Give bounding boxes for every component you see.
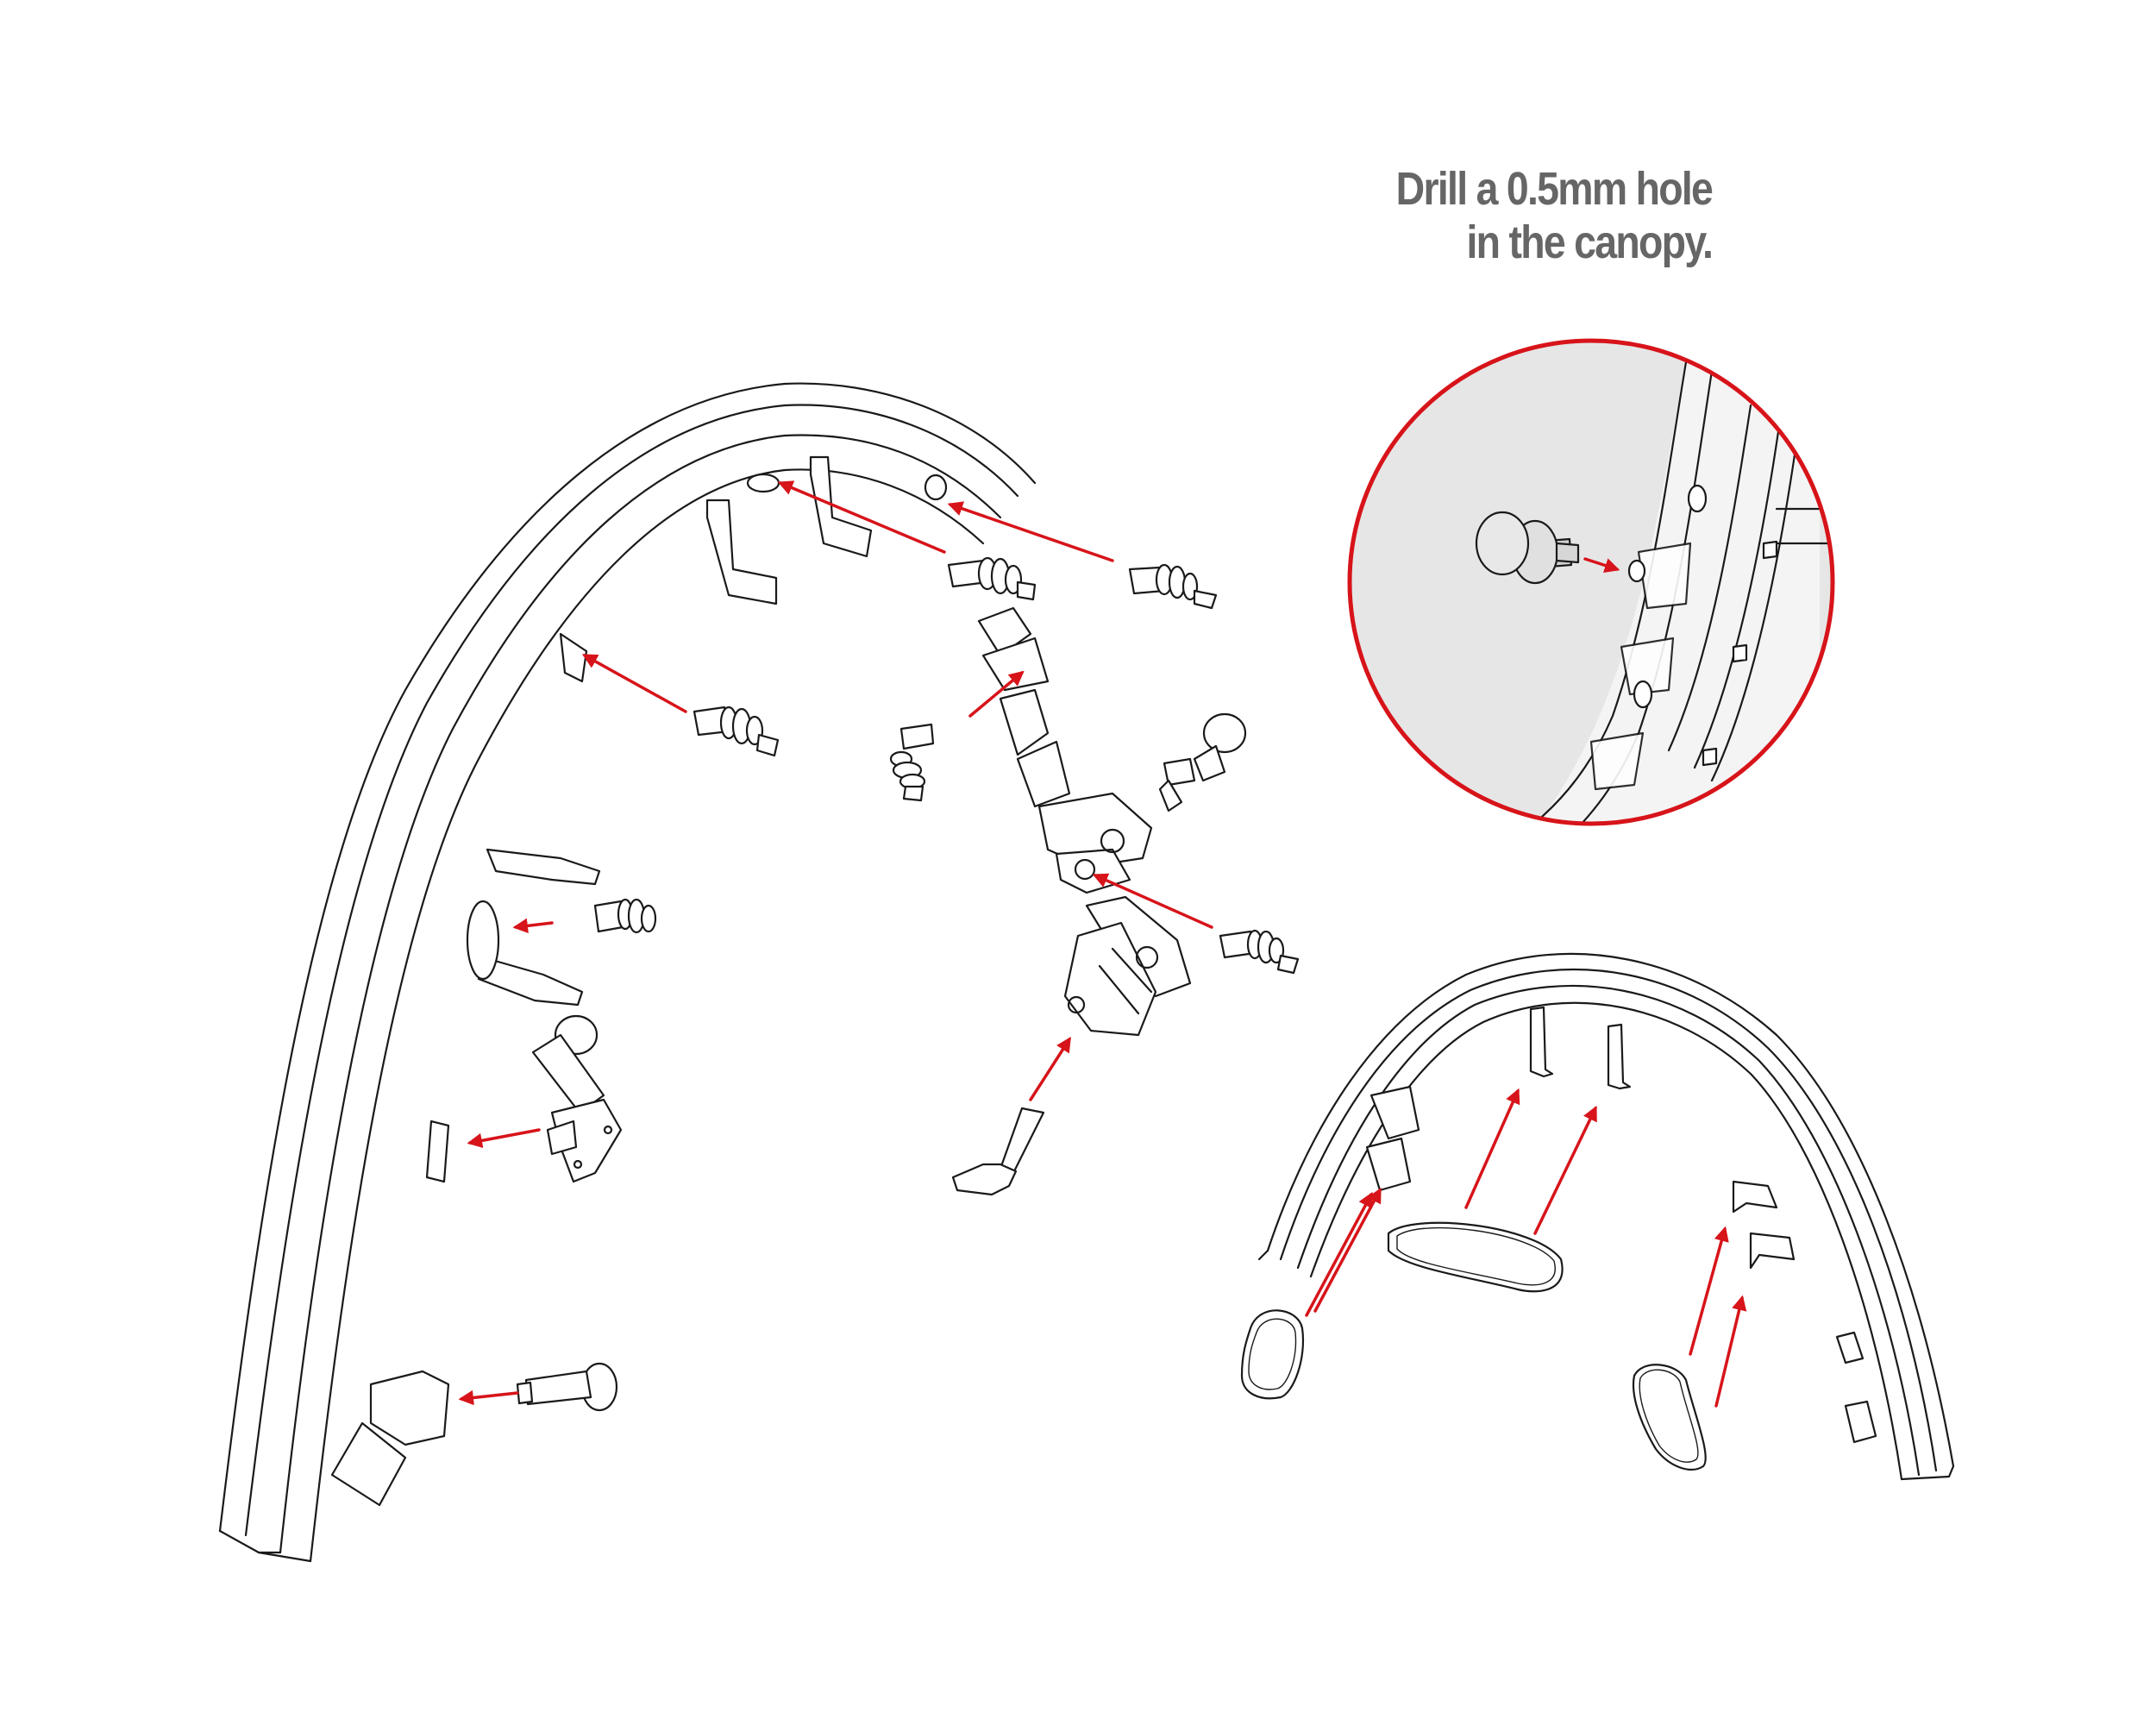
canopy-frame-secondary [1240,952,1955,1481]
fastener-2 [1128,563,1218,610]
red-arrow-icon [581,654,687,713]
rubber-seal-2 [1240,1309,1305,1400]
fastener-5 [1158,712,1247,812]
red-arrow-icon [467,1128,541,1149]
rubber-seal-3 [1632,1364,1707,1471]
fastener-7 [1219,929,1300,975]
red-arrow-icon [512,918,554,934]
crank-lever [531,1014,623,1183]
red-arrow-icon [1092,873,1213,929]
assembly-arrows [458,480,1213,1406]
red-arrow-icon [1464,1088,1520,1209]
red-arrow-icon [1583,557,1620,574]
red-arrow-icon [458,1389,519,1406]
zoom-circle-outline [1347,338,1835,826]
red-arrow-icon [1533,1105,1597,1235]
instruction-line-1: Drill a 0.5mm hole [1395,163,1713,215]
fastener-1 [947,556,1037,601]
hinge-strut [977,606,1192,1037]
pin-long [516,1362,618,1412]
red-arrow-icon [1029,1037,1071,1101]
fastener-3 [693,706,780,757]
handle-pin [951,1107,1045,1196]
red-arrow-icon [1313,1187,1382,1313]
red-arrow-icon [1689,1226,1729,1356]
red-arrow-icon [1714,1295,1747,1408]
fastener-6 [593,898,657,934]
instruction-line-2: in the canopy. [1466,216,1713,268]
red-arrow-icon [968,670,1025,718]
red-arrow-icon [947,501,1114,562]
zoom-detail [1347,338,1835,826]
canopy-frame-main [218,382,1037,1563]
red-arrow-icon [1305,1191,1373,1317]
fastener-4 [889,723,935,802]
instruction-text: Drill a 0.5mm hole in the canopy. [1395,162,1713,269]
red-arrow-icon [777,480,946,554]
